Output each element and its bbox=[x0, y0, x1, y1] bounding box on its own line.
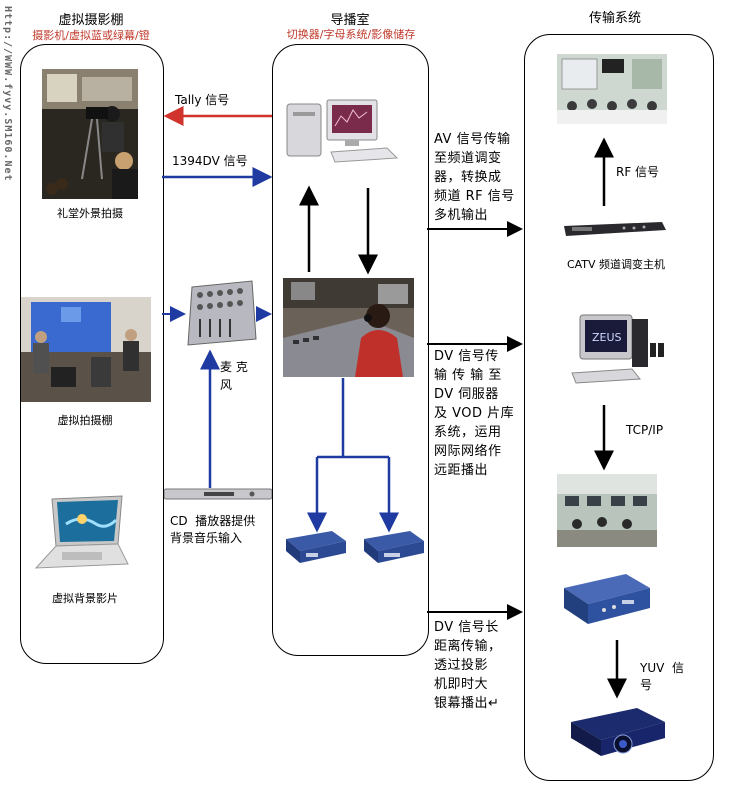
virtual-background-caption: 虚拟背景影片 bbox=[52, 592, 118, 605]
dv-vod-transmission-text: DV 信号传 输 传 输 至 DV 伺服器 及 VOD 片库 系统，运用 网际网… bbox=[434, 349, 515, 478]
catv-caption: CATV 频道调变主机 bbox=[566, 258, 666, 271]
microphone-label: 麦 克 风 bbox=[220, 360, 248, 392]
studio-subtitle: 摄影机/虚拟蓝或绿幕/镫 bbox=[32, 29, 150, 42]
classroom-tv-photo bbox=[557, 54, 667, 124]
auditorium-camera-photo bbox=[42, 69, 138, 199]
yuv-signal-label: YUV 信 号 bbox=[640, 661, 684, 692]
computer-workstation-image bbox=[283, 96, 403, 164]
av-transmission-text: AV 信号传输 至频道调变 器，转换成 频道 RF 信号 多机输出 bbox=[434, 132, 515, 223]
dv-server-2-image bbox=[362, 527, 426, 567]
transmit-panel bbox=[524, 34, 714, 781]
dv1394-signal-label: 1394DV 信号 bbox=[172, 154, 248, 168]
tally-signal-label: Tally 信号 bbox=[175, 93, 230, 107]
studio-title: 虚拟摄影棚 bbox=[58, 13, 124, 28]
laptop-image bbox=[32, 494, 130, 576]
virtual-studio-caption: 虚拟拍摄棚 bbox=[57, 414, 113, 427]
rf-signal-label: RF 信号 bbox=[616, 165, 660, 179]
catv-modulator-image bbox=[564, 218, 666, 240]
auditorium-caption: 礼堂外景拍摄 bbox=[57, 207, 123, 220]
dv-server-1-image bbox=[284, 527, 348, 567]
projector-image bbox=[565, 700, 669, 760]
transmit-title: 传输系统 bbox=[588, 11, 641, 26]
dv-device-image bbox=[560, 570, 652, 628]
control-title: 导播室 bbox=[330, 13, 370, 28]
audio-mixer-image bbox=[186, 279, 258, 349]
control-room-photo bbox=[283, 278, 414, 377]
control-subtitle: 切换器/字母系统/影像储存 bbox=[286, 28, 416, 41]
cd-player-image bbox=[164, 486, 272, 500]
svg-text:ZEUS: ZEUS bbox=[592, 331, 622, 344]
computer-lab-photo bbox=[557, 474, 657, 547]
cd-player-caption: CD 播放器提供 背景音乐输入 bbox=[170, 514, 256, 545]
virtual-studio-photo bbox=[21, 297, 151, 402]
watermark-text: Http://WWW.fyvy.SM160.Net bbox=[2, 6, 13, 182]
dv-long-distance-text: DV 信号长 距离传输， 透过投影 机即时大 银幕播出↵ bbox=[434, 620, 502, 711]
tcpip-label: TCP/IP bbox=[626, 423, 664, 437]
server-pc-image: ZEUS bbox=[566, 313, 670, 389]
